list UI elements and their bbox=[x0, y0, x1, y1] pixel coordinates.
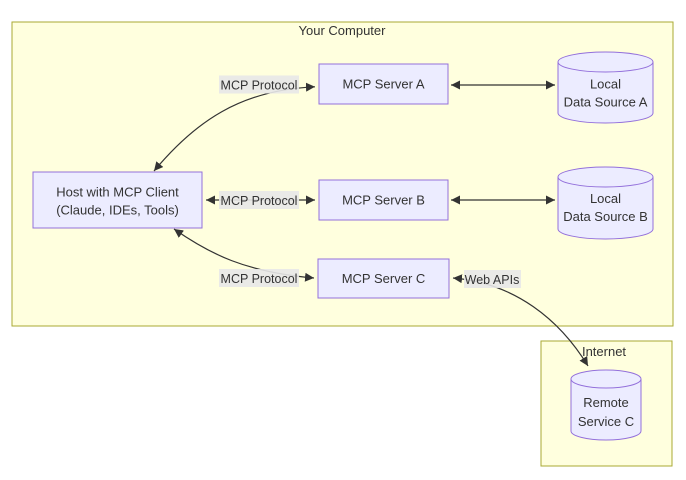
mcp-server-a-node bbox=[318, 63, 449, 105]
svg-text:MCP Protocol: MCP Protocol bbox=[221, 194, 298, 208]
mcp-server-b-node bbox=[318, 179, 449, 221]
svg-text:Web APIs: Web APIs bbox=[465, 273, 520, 287]
mcp-server-c-node bbox=[317, 258, 450, 299]
mcp-server-b-label: MCP Server B bbox=[342, 193, 425, 208]
host-label-line2: (Claude, IDEs, Tools) bbox=[56, 203, 179, 218]
local-data-source-a-label-line1: Local bbox=[590, 77, 621, 92]
local-data-source-b-label-line1: Local bbox=[590, 191, 621, 206]
your-computer-label: Your Computer bbox=[299, 23, 387, 38]
internet-label: Internet bbox=[582, 344, 626, 359]
mcp-server-a-label: MCP Server A bbox=[342, 77, 424, 92]
edge-label-mcp-protocol-c: MCP Protocol bbox=[219, 269, 299, 287]
mcp-server-c-label: MCP Server C bbox=[342, 271, 426, 286]
svg-text:MCP Protocol: MCP Protocol bbox=[221, 79, 298, 93]
local-data-source-b-node bbox=[557, 166, 654, 240]
edge-label-mcp-protocol-b: MCP Protocol bbox=[219, 191, 299, 209]
local-data-source-b-label-line2: Data Source B bbox=[563, 209, 648, 224]
host-label-line1: Host with MCP Client bbox=[56, 185, 179, 200]
local-data-source-a-label-line2: Data Source A bbox=[564, 95, 648, 110]
edge-label-web-apis: Web APIs bbox=[464, 270, 521, 288]
edge-label-mcp-protocol-a: MCP Protocol bbox=[219, 75, 299, 94]
svg-text:MCP Protocol: MCP Protocol bbox=[221, 272, 298, 286]
local-data-source-a-node bbox=[557, 51, 654, 124]
remote-service-c-node bbox=[570, 369, 642, 441]
remote-service-c-label-line2: Service C bbox=[578, 414, 634, 429]
host-node bbox=[32, 171, 203, 229]
remote-service-c-label-line1: Remote bbox=[583, 395, 629, 410]
